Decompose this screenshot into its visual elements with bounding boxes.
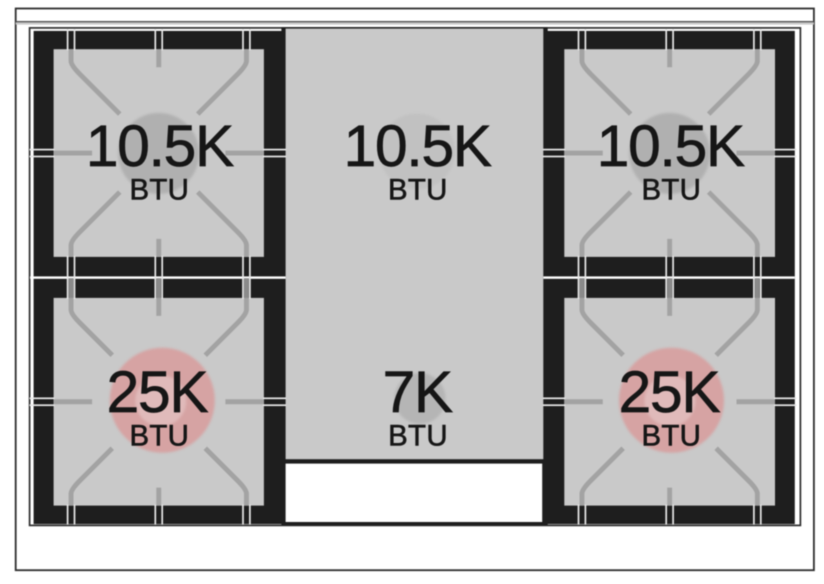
svg-text:BTU: BTU — [641, 420, 701, 453]
svg-text:25K: 25K — [619, 360, 721, 425]
svg-text:10.5K: 10.5K — [597, 114, 745, 179]
svg-text:25K: 25K — [107, 360, 209, 425]
svg-text:10.5K: 10.5K — [344, 114, 492, 179]
svg-text:BTU: BTU — [129, 174, 189, 207]
svg-text:10.5K: 10.5K — [86, 114, 234, 179]
svg-text:BTU: BTU — [388, 174, 448, 207]
svg-text:BTU: BTU — [129, 420, 189, 453]
svg-text:BTU: BTU — [388, 420, 448, 453]
svg-text:7K: 7K — [383, 360, 453, 425]
svg-text:BTU: BTU — [641, 174, 701, 207]
